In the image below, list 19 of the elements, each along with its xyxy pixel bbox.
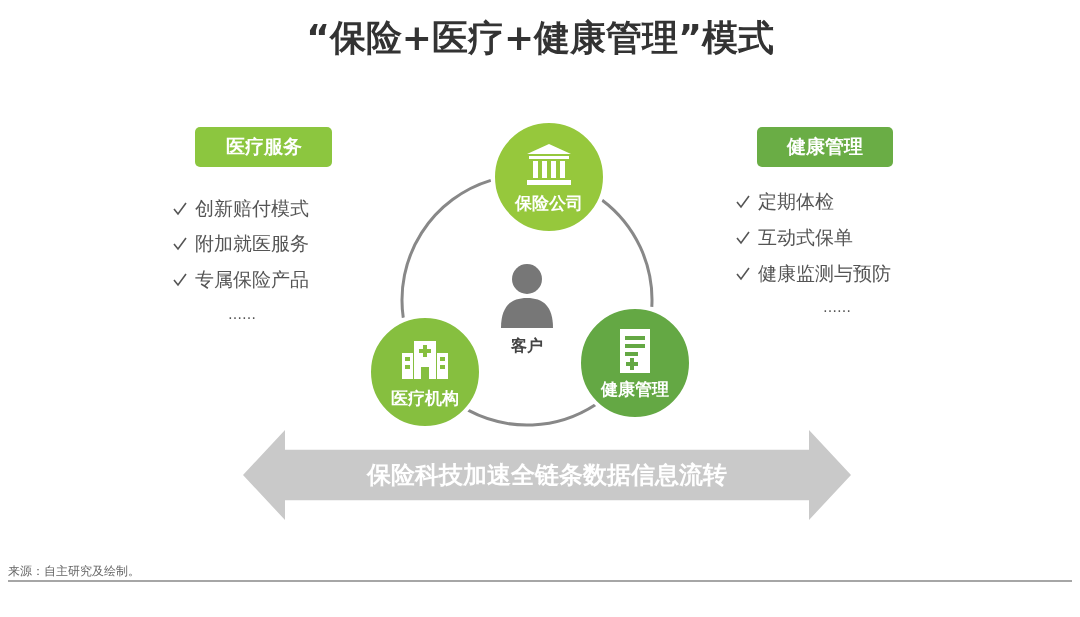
source-note: 来源：自主研究及绘制。 xyxy=(8,563,140,580)
node-label: 医疗机构 xyxy=(390,386,459,410)
connector-arc xyxy=(400,178,492,318)
ellipsis: …… xyxy=(823,299,851,315)
node-label: 客户 xyxy=(511,336,543,357)
connector-arc xyxy=(467,403,597,427)
title: “保险+医疗+健康管理”模式 xyxy=(305,16,775,60)
node-label: 保险公司 xyxy=(514,191,583,215)
node-label: 健康管理 xyxy=(601,377,670,401)
list-item: 定期体检 xyxy=(758,189,834,214)
connector-arc xyxy=(600,198,654,307)
list-item: 健康监测与预防 xyxy=(758,261,891,286)
list-item: 创新赔付模式 xyxy=(195,196,309,221)
list-item: 专属保险产品 xyxy=(195,267,309,292)
header-box: 医疗服务 xyxy=(195,127,332,167)
list-item: 附加就医服务 xyxy=(195,231,309,256)
list-item: 互动式保单 xyxy=(758,225,853,250)
ellipsis: …… xyxy=(228,306,256,322)
header-box: 健康管理 xyxy=(757,127,893,167)
